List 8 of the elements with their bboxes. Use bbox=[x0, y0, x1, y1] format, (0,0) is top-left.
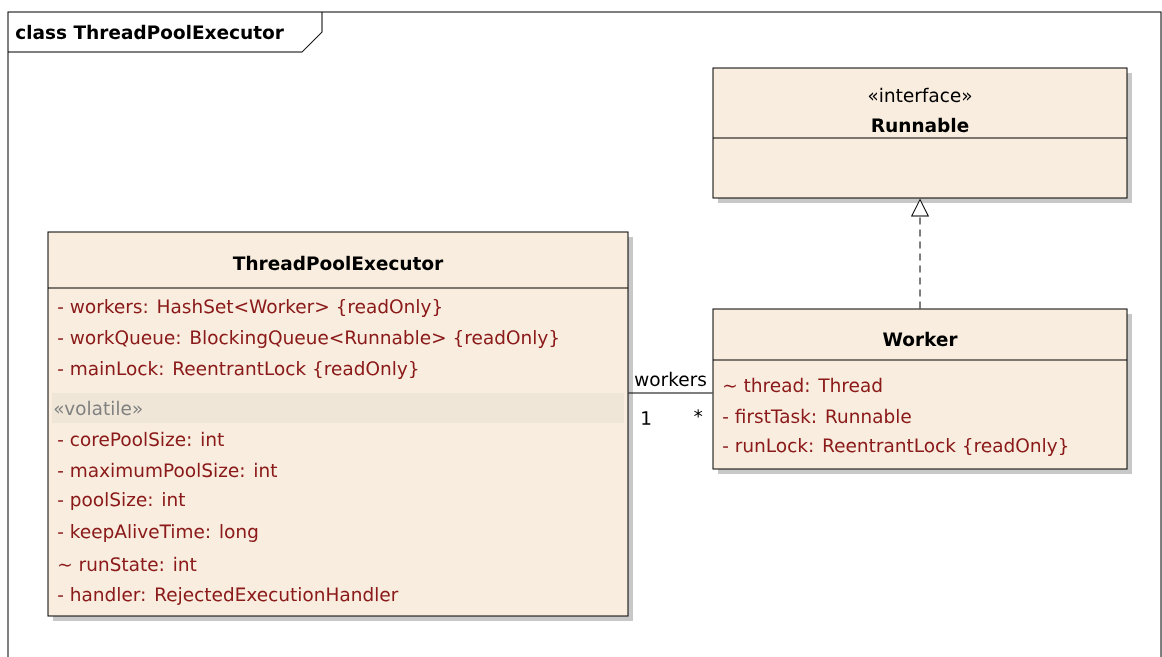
class-box: ThreadPoolExecutor - workers: HashSet<Worker> {readOnly} - workQueue: BlockingQueue<Runnable> {readOnly} - mainLock: ReentrantLock {readOnly} «volatile» - corePoolSize: int - maximumPoolSize: int - poolSize: int - keepAliveTime: long ~ runState: int - handler: RejectedExecutionHandler bbox=[47, 231, 633, 621]
multiplicity-label: 1 bbox=[642, 411, 651, 425]
class-box: «interface» Runnable bbox=[712, 67, 1132, 203]
edge-label: workers bbox=[633, 370, 708, 388]
class-box: Worker ~ thread: Thread - firstTask: Runnable - runLock: ReentrantLock {readOnly} bbox=[712, 308, 1132, 474]
connector bbox=[911, 199, 929, 309]
connector bbox=[628, 392, 713, 394]
multiplicity-label: * bbox=[694, 409, 703, 418]
